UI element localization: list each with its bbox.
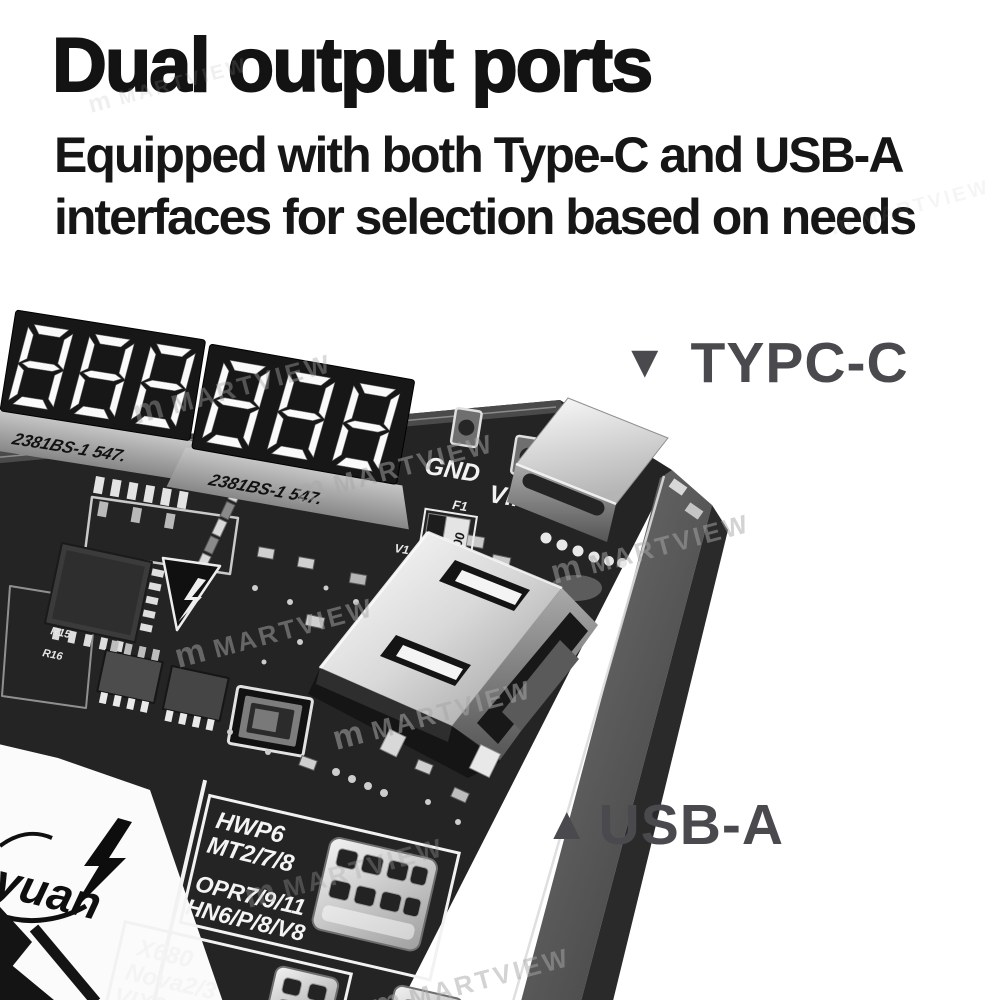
usb-side-face (316, 668, 452, 742)
subtitle-line-1: Equipped with both Type-C and USB-A (54, 127, 904, 183)
silkscreen-outline (83, 495, 240, 576)
sticker-chevron (0, 962, 54, 1000)
pin-header-small (382, 984, 464, 1000)
subtitle-line-2: interfaces for selection based on needs (54, 189, 917, 245)
ic-chip (43, 541, 165, 654)
pin-header (311, 837, 438, 952)
usb-mount-leg (379, 728, 407, 758)
display-base (0, 409, 204, 484)
type-c-connector (507, 397, 669, 601)
silkscreen-r15: R15 (49, 625, 72, 641)
seven-segment-display-left: 2381BS-1 547. (0, 309, 206, 484)
usb-mount-leg (468, 743, 502, 779)
lightning-bolt-logo (70, 818, 132, 914)
usb-a-callout-label: ▲USB-A (544, 792, 784, 858)
soic-chip (96, 640, 164, 713)
usb-contact (455, 570, 522, 605)
silkscreen-r16: R16 (41, 647, 64, 663)
triangle-down-icon: ▼ (622, 335, 669, 387)
type-c-label-text: TYPC-C (690, 331, 909, 395)
usb-tongue (502, 640, 579, 731)
sticker-swoosh-top (0, 831, 53, 848)
pcb-right-edge-band (521, 470, 712, 1000)
silkscreen-f1: F1 (451, 497, 468, 514)
triangle-up-icon: ▲ (544, 797, 591, 849)
usb-a-label-text: USB-A (598, 793, 785, 857)
edge-silkscreen-line (512, 475, 666, 1000)
type-c-opening (522, 473, 605, 516)
edge-pad (668, 478, 688, 496)
lightning-triangle-silkscreen (161, 556, 222, 632)
sticker-stripe (29, 924, 101, 1000)
model-box-2 (95, 919, 354, 1000)
soic-chip (161, 665, 230, 731)
display-base (166, 447, 409, 530)
usb-a-connector: V1 (308, 530, 598, 779)
type-c-solder-pins (540, 532, 627, 568)
usb-contact (396, 645, 463, 680)
power-inductor (226, 684, 314, 758)
model-box-1 (178, 793, 461, 982)
edge-pad (684, 502, 704, 520)
silkscreen-divider (137, 779, 208, 1000)
pcb-right-edge-dark (581, 505, 728, 1000)
type-c-callout-label: ▼ TYPC-C (622, 330, 909, 396)
page-title: Dual output ports (51, 22, 654, 109)
silkscreen-v1: V1 (394, 541, 411, 557)
solder-pad-row (93, 476, 189, 530)
brand-sticker: yuan (0, 744, 223, 1000)
